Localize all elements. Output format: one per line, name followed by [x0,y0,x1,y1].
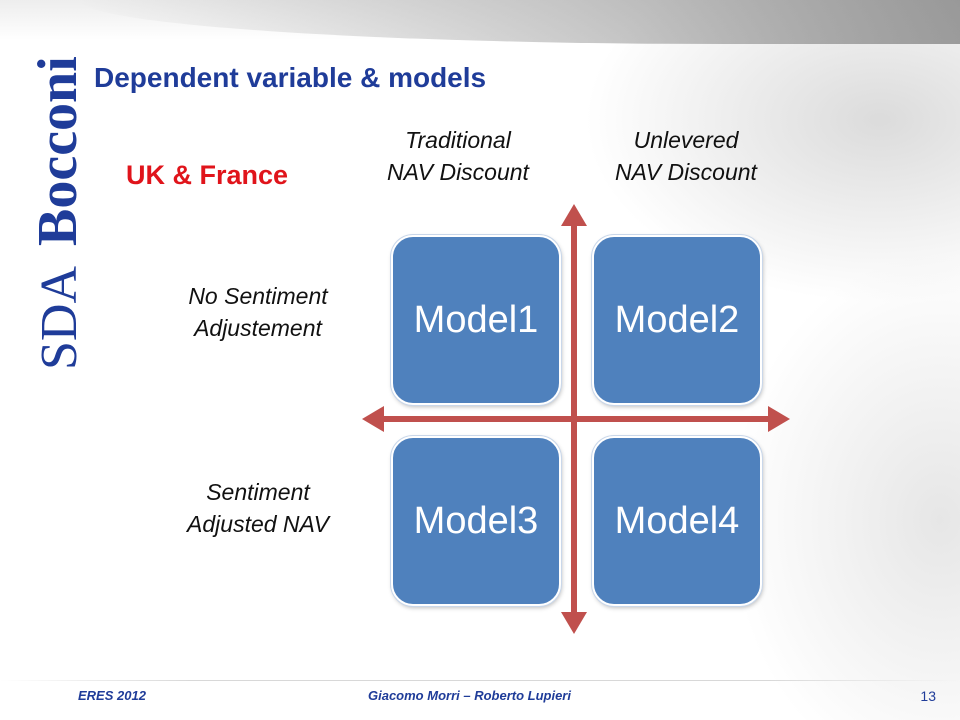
column-label-line: NAV Discount [387,159,529,185]
row-label-no-sentiment: No Sentiment Adjustement [148,280,368,344]
footer-authors: Giacomo Morri – Roberto Lupieri [368,688,571,703]
slide-title: Dependent variable & models [94,62,487,93]
horizontal-arrow [362,406,790,432]
model-box-2: Model2 [592,235,762,405]
footer-event: ERES 2012 [78,688,146,703]
row-label-line: No Sentiment [188,283,328,309]
logo-bocconi-text: Bocconi [27,56,82,246]
column-label-line: Traditional [405,127,511,153]
model-box-4: Model4 [592,436,762,606]
model-box-1: Model1 [391,235,561,405]
region-label: UK & France [126,160,289,190]
column-label-traditional: Traditional NAV Discount [348,124,568,188]
footer-divider [0,680,960,681]
column-label-line: Unlevered [633,127,739,153]
page-number: 13 [920,688,936,704]
column-label-unlevered: Unlevered NAV Discount [576,124,796,188]
column-label-line: NAV Discount [615,159,757,185]
logo-sda-text: SDA [31,266,82,370]
sda-bocconi-logo: Bocconi SDA [27,56,82,370]
model-box-3: Model3 [391,436,561,606]
row-label-line: Adjustement [194,315,322,341]
row-label-line: Sentiment [206,479,310,505]
row-label-sentiment-adjusted: Sentiment Adjusted NAV [148,476,368,540]
row-label-line: Adjusted NAV [187,511,329,537]
